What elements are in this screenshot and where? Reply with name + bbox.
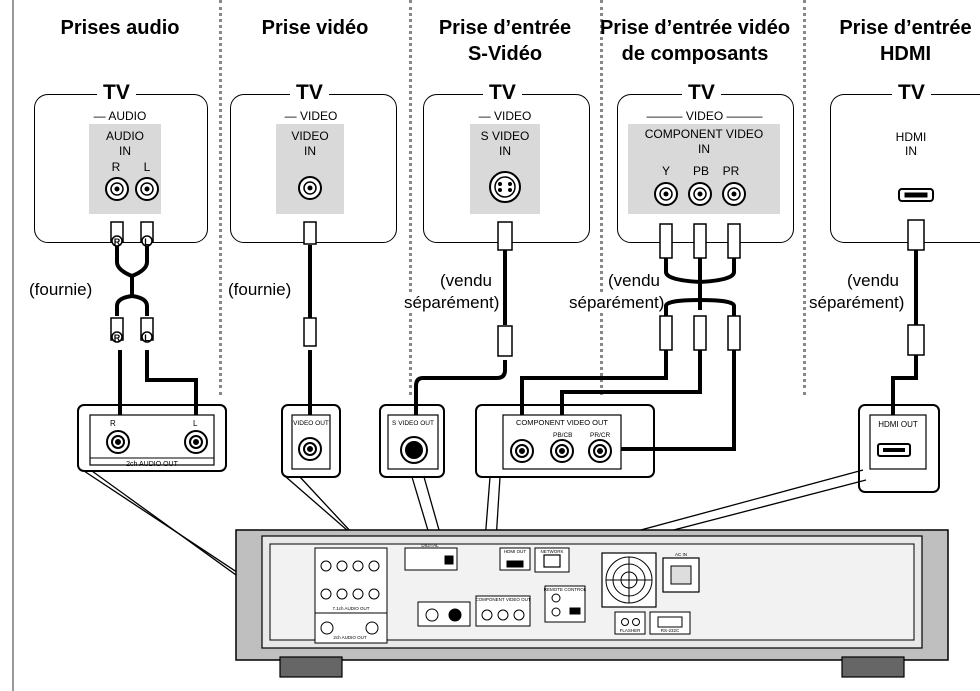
tv-label-component: TV xyxy=(682,81,721,105)
tv-video-panel: VIDEO IN xyxy=(276,124,344,214)
rear-remote: REMOTE CONTROL xyxy=(544,587,587,592)
tv-label-svideo: TV xyxy=(483,81,522,105)
rear-component: COMPONENT VIDEO OUT xyxy=(475,597,530,602)
pointer-lines xyxy=(83,469,867,628)
svg-text:R: R xyxy=(114,333,121,343)
tv-label-video: TV xyxy=(290,81,329,105)
header-hdmi-line2: HDMI xyxy=(879,43,932,65)
cable-caption-svideo-1: (vendu xyxy=(440,270,492,291)
tv-audio-r-label: R xyxy=(111,160,121,174)
header-video: Prise vidéo xyxy=(261,17,369,39)
separator-3 xyxy=(600,0,603,395)
rear-rs232c: RS-232C xyxy=(661,628,680,633)
tv-hdmi-in-label: HDMI IN xyxy=(895,130,927,158)
rear-hdmi: HDMI OUT xyxy=(504,549,526,554)
player-comp-pr: PR/CR xyxy=(590,432,611,439)
tv-comp-y-label: Y xyxy=(661,164,670,178)
player-comp-pb: PB/CB xyxy=(553,432,573,439)
tv-label-hdmi: TV xyxy=(892,81,931,105)
separator-2 xyxy=(409,0,412,395)
cable-caption-comp-1: (vendu xyxy=(608,270,660,291)
header-component-line2: de composants xyxy=(621,43,769,65)
rear-ac: AC IN xyxy=(675,552,687,557)
header-component-line1: Prise d’entrée vidéo xyxy=(599,17,791,39)
player-audio-out: 2ch AUDIO OUT xyxy=(126,461,178,468)
player-hdmi-out: HDMI OUT xyxy=(878,420,918,429)
player-component-box xyxy=(475,404,655,478)
player-audio-l: L xyxy=(193,419,198,428)
separator-1 xyxy=(219,0,222,395)
svg-text:L: L xyxy=(144,333,150,343)
cable-caption-hdmi-2: séparément) xyxy=(809,292,905,313)
rear-panel xyxy=(235,529,949,678)
tv-svideo-panel: S VIDEO IN xyxy=(470,124,540,214)
header-svideo-line1: Prise d’entrée xyxy=(438,17,572,39)
player-video-out: VIDEO OUT xyxy=(293,420,329,427)
audio-cable xyxy=(115,245,198,440)
tv-component-group-label: ——— VIDEO ——— xyxy=(646,109,763,123)
tv-box-svideo xyxy=(423,94,590,243)
tv-audio-l-label: L xyxy=(143,160,151,174)
player-svideo-out: S VIDEO OUT xyxy=(392,420,434,427)
separator-4 xyxy=(803,0,806,395)
tv-comp-pb-label: PB xyxy=(692,164,709,178)
rear-network: NETWORK xyxy=(541,549,564,554)
rear-flasher: FLASHER xyxy=(620,628,642,633)
player-comp-out: COMPONENT VIDEO OUT xyxy=(516,418,608,427)
tv-box-hdmi xyxy=(830,94,980,243)
cable-caption-video: (fournie) xyxy=(228,279,292,300)
cable-caption-hdmi-1: (vendu xyxy=(847,270,899,291)
rear-2ch: 2ch AUDIO OUT xyxy=(333,635,367,640)
player-hdmi-box xyxy=(858,404,940,493)
player-audio-r: R xyxy=(110,419,116,428)
tv-comp-pr-label: PR xyxy=(722,164,740,178)
cable-caption-audio: (fournie) xyxy=(29,279,93,300)
cable-caption-comp-2: séparément) xyxy=(569,292,665,313)
player-svideo-box xyxy=(379,404,445,478)
rear-71ch: 7.1ch AUDIO OUT xyxy=(332,606,369,611)
cable-caption-svideo-2: séparément) xyxy=(404,292,500,313)
player-audio-box xyxy=(77,404,227,472)
header-audio: Prises audio xyxy=(60,17,180,39)
header-hdmi-line1: Prise d’entrée xyxy=(839,17,972,39)
player-video-box xyxy=(281,404,341,478)
rear-digital: DIGITAL xyxy=(421,543,439,548)
left-border xyxy=(12,0,14,691)
audio-plugs-bottom: R L xyxy=(110,317,154,343)
header-svideo-line2: S-Vidéo xyxy=(467,43,543,65)
tv-label-audio: TV xyxy=(97,81,136,105)
